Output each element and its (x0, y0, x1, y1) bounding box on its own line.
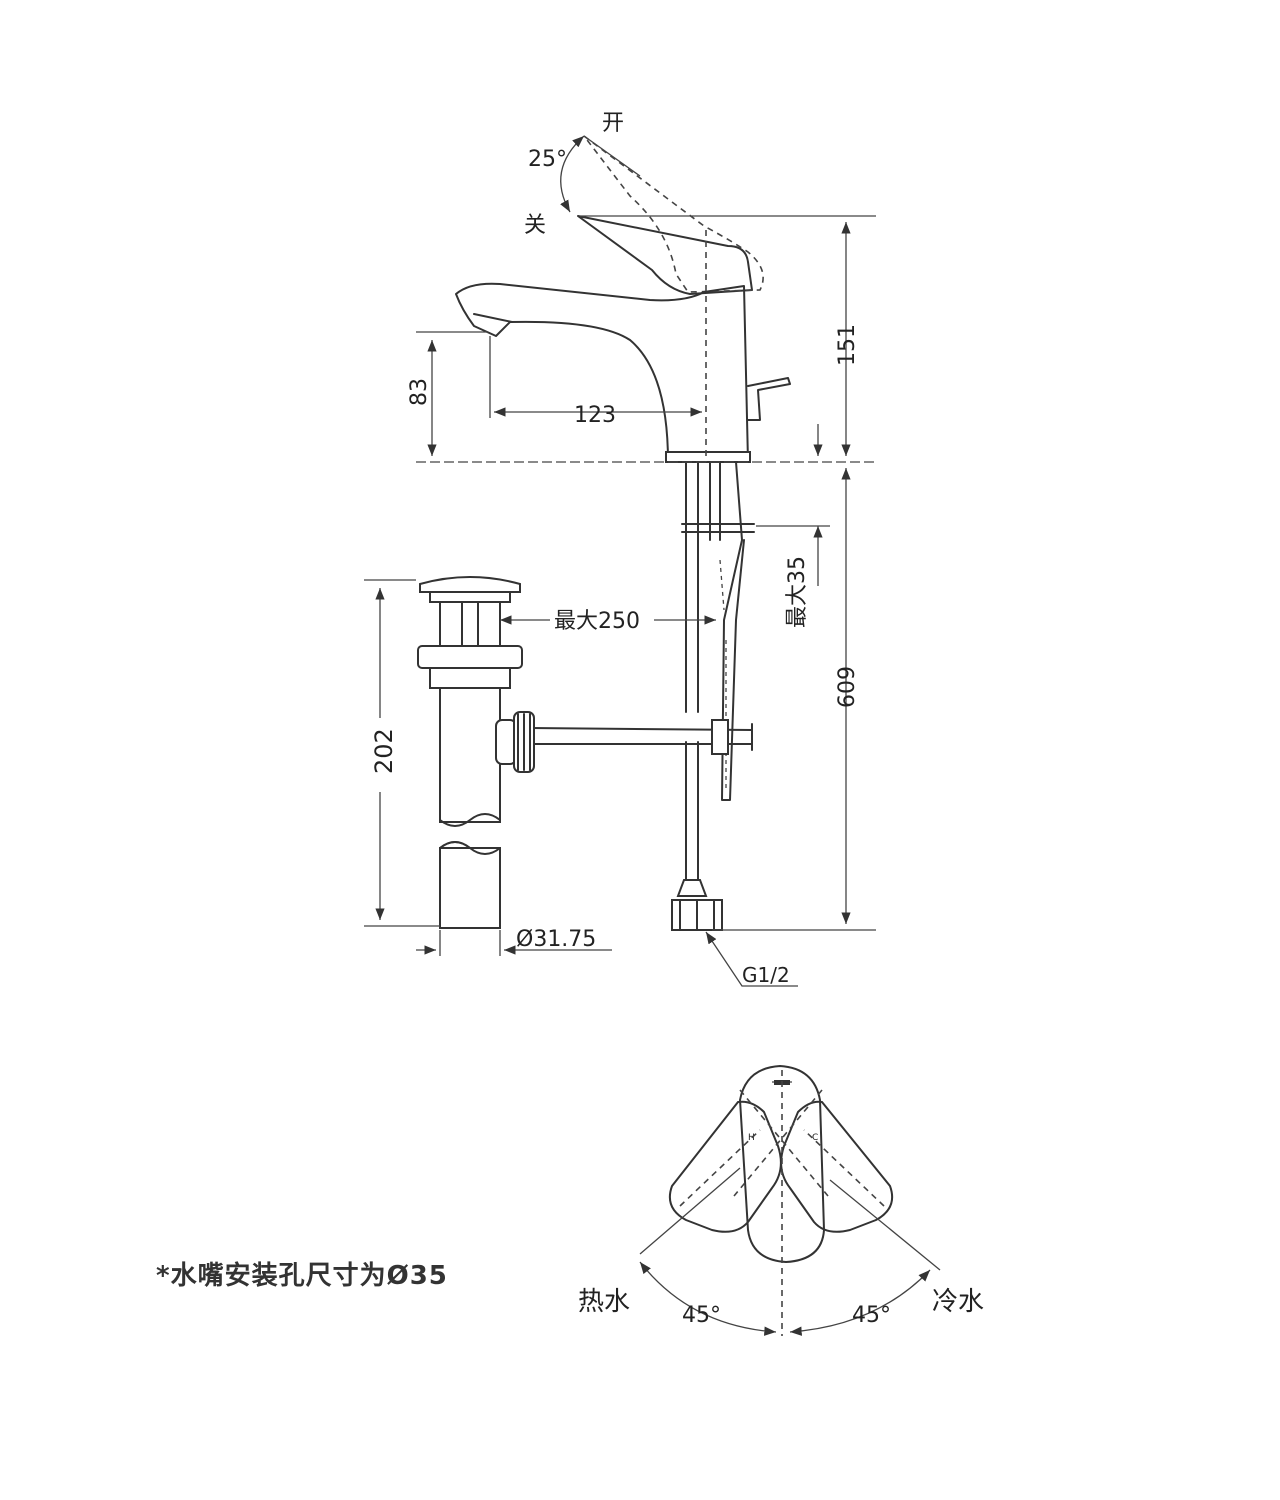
supply-hose (671, 461, 755, 931)
dimension-max-250: 最大250 (554, 609, 640, 634)
label-angle-25: 25° (528, 147, 567, 172)
dimension-max-35: 最大35 (785, 556, 810, 628)
dimension-83: 83 (407, 378, 432, 406)
label-angle-45-right: 45° (852, 1303, 891, 1328)
svg-text:H: H (748, 1133, 755, 1143)
dimension-lines (364, 135, 876, 987)
label-open: 开 (602, 111, 624, 136)
label-angle-45-left: 45° (682, 1303, 721, 1328)
svg-text:C: C (812, 1133, 818, 1143)
popup-rod (529, 719, 753, 755)
label-cold-water: 冷水 (932, 1287, 984, 1317)
dimension-123: 123 (574, 403, 616, 428)
label-hot-water: 热水 (578, 1287, 630, 1317)
label-close: 关 (524, 213, 546, 238)
faucet-top-view: H C (639, 1065, 941, 1336)
label-thread-g1-2: G1/2 (742, 963, 790, 987)
dimension-202: 202 (370, 728, 398, 774)
dimension-151: 151 (835, 324, 860, 366)
faucet-side-view (455, 135, 791, 463)
dimension-609: 609 (835, 666, 860, 708)
dimension-diameter-31-75: Ø31.75 (516, 927, 596, 952)
installation-hole-note: *水嘴安装孔尺寸为Ø35 (156, 1261, 448, 1291)
drain-assembly (417, 576, 535, 929)
